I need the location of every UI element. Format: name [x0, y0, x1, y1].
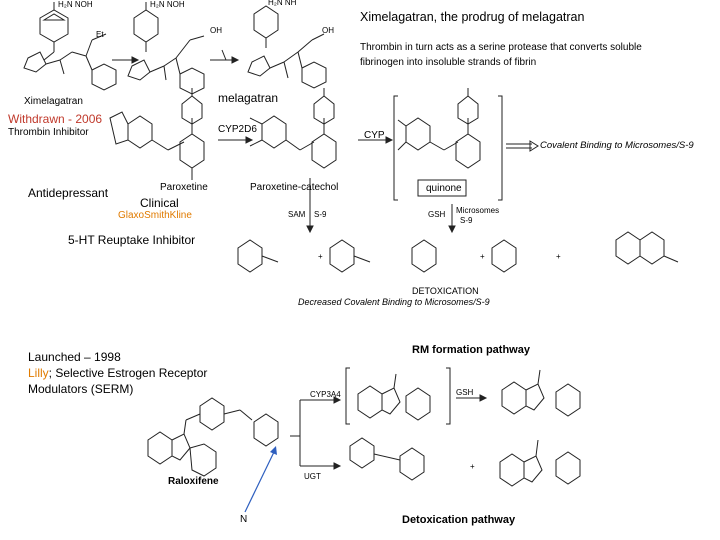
plus-sign: + — [480, 252, 485, 261]
thrombin-description-line1: Thrombin in turn acts as a serine protea… — [360, 42, 642, 53]
nitrogen-annotation-arrow — [244, 451, 275, 513]
melagatran-structure — [247, 5, 327, 89]
enzyme-s9: S-9 — [314, 210, 327, 219]
detoxication-label: DETOXICATION — [412, 286, 479, 296]
launched-label: Launched – 1998 — [28, 350, 121, 364]
rm-formation-title: RM formation pathway — [412, 344, 530, 356]
intermediate-structure — [127, 2, 205, 95]
atom-label: OH — [210, 26, 222, 35]
raloxifene-structure — [147, 397, 279, 477]
enzyme-cyp: CYP — [364, 130, 385, 141]
lilly-label: Lilly — [28, 366, 49, 380]
clinical-status: Clinical — [140, 196, 179, 210]
enzyme-microsomes: Microsomes — [456, 206, 500, 215]
serm-class-line2: Modulators (SERM) — [28, 382, 134, 396]
enzyme-sam: SAM — [288, 210, 306, 219]
enzyme-ugt: UGT — [304, 472, 321, 481]
paroxetine-label: Paroxetine — [160, 182, 208, 193]
thrombin-inhibitor-label: Thrombin Inhibitor — [8, 127, 89, 138]
quinone-label: quinone — [426, 183, 462, 194]
paroxetine-structure — [109, 88, 205, 180]
detoxication-pathway-title: Detoxication pathway — [402, 514, 516, 526]
detox-products — [237, 231, 679, 273]
antidepressant-label: Antidepressant — [28, 186, 109, 200]
withdrawn-status: Withdrawn - 2006 — [8, 112, 103, 126]
atom-label: Et — [96, 30, 104, 39]
covalent-binding-label: Covalent Binding to Microsomes/S-9 — [540, 140, 694, 151]
enzyme-gsh-raloxifene: GSH — [456, 388, 474, 397]
serm-class-text: ; Selective Estrogen Receptor — [48, 366, 208, 380]
reuptake-inhibitor-label: 5-HT Reuptake Inhibitor — [68, 233, 196, 247]
enzyme-cyp3a4: CYP3A4 — [310, 390, 341, 399]
glucuronide-2-structure — [499, 439, 581, 487]
decreased-binding-label: Decreased Covalent Binding to Microsomes… — [298, 297, 490, 307]
atom-label: H₂N NOH — [58, 0, 93, 9]
thrombin-description-line2: fibrinogen into insoluble strands of fib… — [360, 57, 537, 68]
raloxifene-label: Raloxifene — [168, 476, 219, 487]
atom-label: H₂N NOH — [150, 0, 185, 9]
paroxetine-catechol-structure — [249, 88, 337, 169]
atom-label: H₂N NH — [268, 0, 297, 7]
glaxosmithkline-label: GlaxoSmithKline — [118, 210, 192, 221]
gsh-adduct-structure — [501, 369, 581, 417]
serm-class-line1: Lilly; Selective Estrogen Receptor — [28, 366, 207, 380]
plus-sign: + — [556, 252, 561, 261]
glucuronide-structure — [349, 437, 425, 481]
enzyme-gsh: GSH — [428, 210, 446, 219]
ximelagatran-structure — [23, 2, 117, 91]
paroxetine-catechol-label: Paroxetine-catechol — [250, 182, 339, 193]
enzyme-cyp2d6: CYP2D6 — [218, 124, 257, 135]
melagatran-label: melagatran — [218, 91, 279, 105]
plus-sign: + — [318, 252, 323, 261]
rm-intermediate-structure — [357, 373, 431, 421]
atom-label: OH — [322, 26, 334, 35]
enzyme-s9b: S-9 — [460, 216, 473, 225]
quinone-structure — [397, 88, 481, 197]
ximelagatran-label: Ximelagatran — [24, 96, 83, 107]
plus-sign: + — [470, 462, 475, 471]
ximelagatran-title: Ximelagatran, the prodrug of melagatran — [360, 10, 585, 24]
nitrogen-annotation-label: N — [240, 514, 248, 525]
